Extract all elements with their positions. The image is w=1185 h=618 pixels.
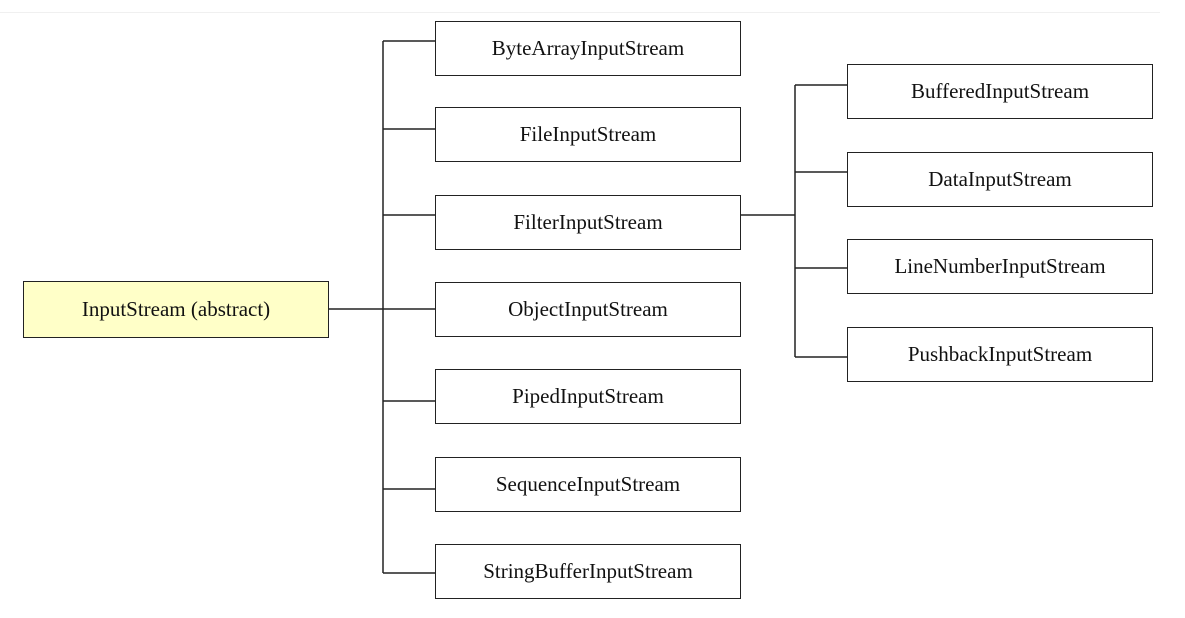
node-label: ByteArrayInputStream — [491, 36, 685, 60]
child-node-pipedinputstream: PipedInputStream — [435, 369, 741, 424]
node-label: ObjectInputStream — [508, 297, 668, 321]
child-node-stringbufferinputstream: StringBufferInputStream — [435, 544, 741, 599]
child-node-sequenceinputstream: SequenceInputStream — [435, 457, 741, 512]
filter-child-node-bufferedinputstream: BufferedInputStream — [847, 64, 1153, 119]
child-node-fileinputstream: FileInputStream — [435, 107, 741, 162]
top-divider — [0, 12, 1160, 13]
child-node-objectinputstream: ObjectInputStream — [435, 282, 741, 337]
filter-child-node-linenumberinputstream: LineNumberInputStream — [847, 239, 1153, 294]
node-label: LineNumberInputStream — [894, 254, 1106, 278]
node-label: PushbackInputStream — [907, 342, 1093, 366]
root-node: InputStream (abstract) — [23, 281, 329, 338]
filter-child-node-datainputstream: DataInputStream — [847, 152, 1153, 207]
root-node-label: InputStream (abstract) — [81, 297, 271, 321]
node-label: BufferedInputStream — [910, 79, 1090, 103]
node-label: SequenceInputStream — [495, 472, 681, 496]
node-label: PipedInputStream — [512, 384, 664, 408]
node-label: DataInputStream — [928, 167, 1072, 191]
child-node-bytearrayinputstream: ByteArrayInputStream — [435, 21, 741, 76]
child-node-filterinputstream: FilterInputStream — [435, 195, 741, 250]
filter-child-node-pushbackinputstream: PushbackInputStream — [847, 327, 1153, 382]
node-label: FileInputStream — [519, 122, 657, 146]
node-label: FilterInputStream — [513, 210, 663, 234]
node-label: StringBufferInputStream — [483, 559, 693, 583]
